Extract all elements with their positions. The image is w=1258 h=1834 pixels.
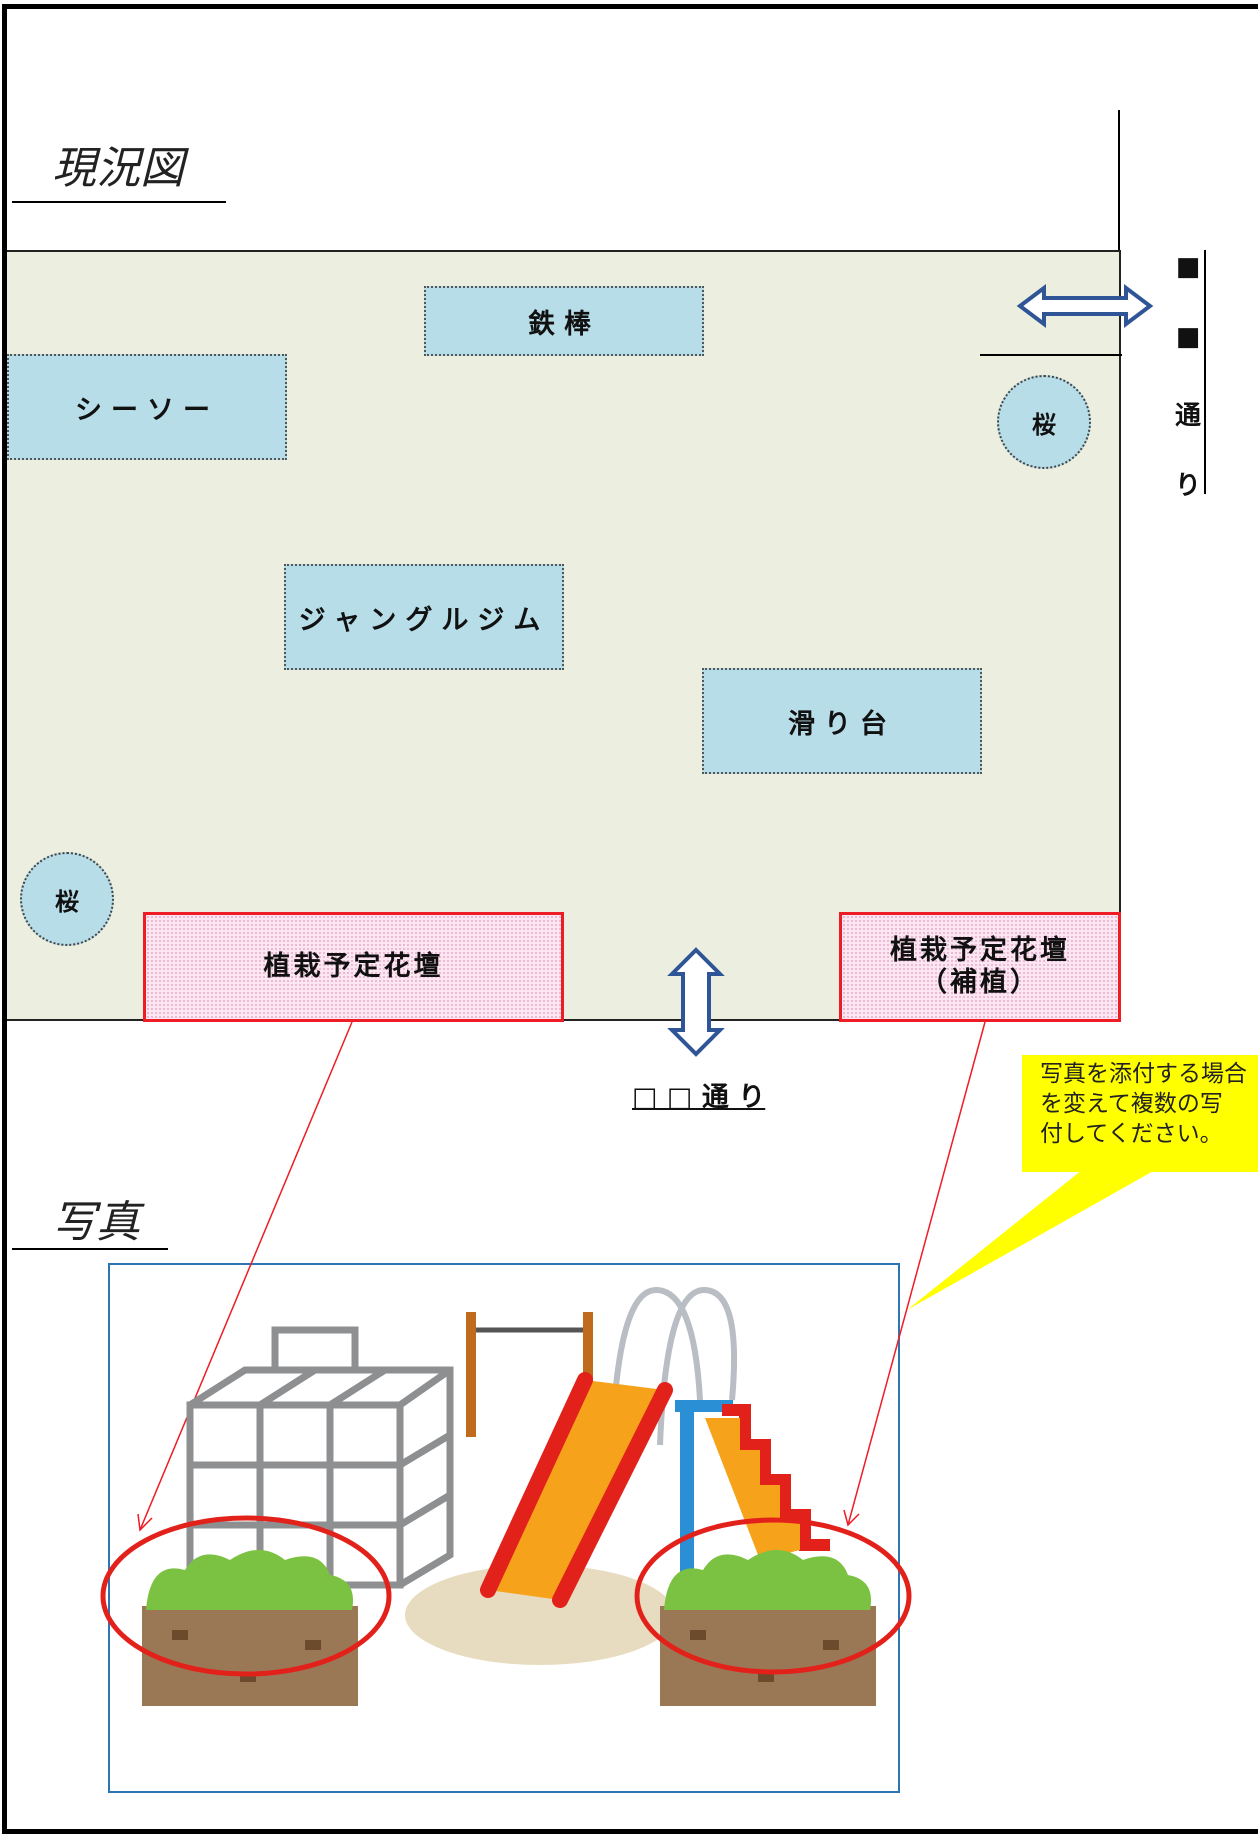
cherry-tree-bottom-left: 桜 — [20, 852, 114, 946]
slide-box: 滑り台 — [702, 668, 982, 774]
right-street-char: 通 — [1174, 401, 1201, 431]
flower-bed-right-label: 植栽予定花壇 — [890, 934, 1070, 966]
jungle-gym-box: ジャングルジム — [284, 564, 564, 670]
highlight-ellipse-left — [100, 1515, 392, 1677]
planter-left-illustration — [142, 1550, 358, 1706]
street-line — [1204, 250, 1206, 494]
pointer-arrowhead — [137, 1513, 153, 1532]
planter-right-illustration — [660, 1550, 876, 1706]
callout-box: 写真を添付する場合 を変えて複数の写 付してください。 — [1022, 1055, 1258, 1172]
cherry-tree-top-right: 桜 — [997, 375, 1091, 469]
flower-bed-left: 植栽予定花壇 — [143, 912, 564, 1022]
double-arrow-vertical — [667, 947, 725, 1057]
callout-pointer — [907, 1170, 1155, 1310]
right-street-char: り — [1174, 471, 1201, 501]
photo-heading: 写真 — [52, 1197, 140, 1248]
boundary-line — [1118, 110, 1120, 250]
right-street-char: ■ — [1175, 322, 1201, 352]
slide-illustration — [405, 1286, 830, 1665]
pointer-arrowhead — [843, 1509, 860, 1527]
jungle-gym-illustration — [186, 1326, 454, 1589]
current-map-heading: 現況図 — [52, 143, 184, 194]
pointer-line-left — [139, 1021, 353, 1531]
heading-underline — [12, 201, 226, 203]
flower-bed-right-sublabel: （補植） — [920, 967, 1040, 998]
heading-underline — [12, 1248, 168, 1250]
flower-bed-left-label: 植栽予定花壇 — [263, 950, 444, 982]
entrance-line — [980, 354, 1122, 356]
bottom-street-label: □ □ 通 り — [632, 1082, 766, 1113]
highlight-ellipse-right — [634, 1517, 912, 1675]
tetsubo-box: 鉄棒 — [424, 286, 704, 356]
double-arrow-horizontal — [1016, 284, 1154, 328]
seesaw-box: シーソー — [7, 354, 287, 460]
flower-bed-right: 植栽予定花壇 （補植） — [839, 912, 1121, 1022]
right-street-char: ■ — [1175, 252, 1201, 282]
pointer-line-right — [847, 1021, 986, 1526]
